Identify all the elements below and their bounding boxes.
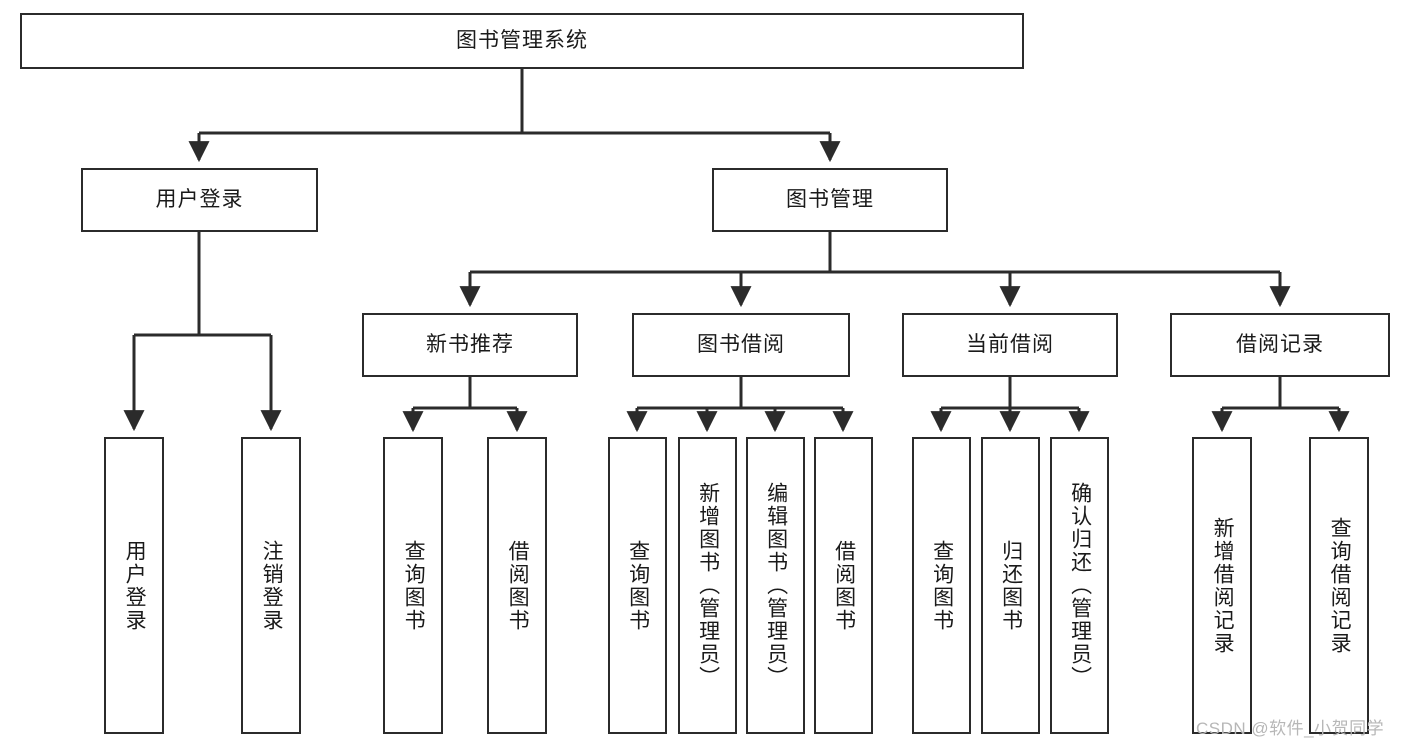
node-borrow-record[interactable]: 借阅记录 [1170, 313, 1390, 377]
node-label: 借阅记录 [1236, 332, 1324, 356]
leaf-query-book-new[interactable]: 查询图书 [383, 437, 443, 734]
leaf-logout[interactable]: 注销登录 [241, 437, 301, 734]
node-label: 归还图书 [999, 539, 1023, 632]
node-label: 图书借阅 [697, 332, 785, 356]
leaf-return-book[interactable]: 归还图书 [981, 437, 1040, 734]
leaf-confirm-return-admin[interactable]: 确认归还（管理员） [1050, 437, 1109, 734]
node-user-login[interactable]: 用户登录 [81, 168, 318, 232]
node-label: 新书推荐 [426, 332, 514, 356]
node-label: 查询图书 [402, 539, 426, 632]
node-label: 新增图书（管理员） [696, 482, 720, 689]
node-label: 新增借阅记录 [1211, 516, 1235, 655]
leaf-user-login[interactable]: 用户登录 [104, 437, 164, 734]
leaf-query-book-current[interactable]: 查询图书 [912, 437, 971, 734]
node-label: 图书管理 [786, 187, 874, 211]
node-label: 借阅图书 [506, 539, 530, 632]
node-label: 借阅图书 [832, 539, 856, 632]
leaf-query-book-borrow[interactable]: 查询图书 [608, 437, 667, 734]
node-label: 查询图书 [626, 539, 650, 632]
node-label: 确认归还（管理员） [1068, 482, 1092, 689]
leaf-add-borrow-record[interactable]: 新增借阅记录 [1192, 437, 1252, 734]
node-label: 当前借阅 [966, 332, 1054, 356]
node-root-system[interactable]: 图书管理系统 [20, 13, 1024, 69]
node-book-management[interactable]: 图书管理 [712, 168, 948, 232]
node-current-borrow[interactable]: 当前借阅 [902, 313, 1118, 377]
node-label: 编辑图书（管理员） [764, 482, 788, 689]
node-label: 查询借阅记录 [1328, 516, 1352, 655]
leaf-borrow-book-new[interactable]: 借阅图书 [487, 437, 547, 734]
node-label: 用户登录 [123, 539, 147, 632]
node-new-book-recommend[interactable]: 新书推荐 [362, 313, 578, 377]
node-label: 图书管理系统 [456, 28, 588, 52]
node-book-borrow[interactable]: 图书借阅 [632, 313, 850, 377]
leaf-add-book-admin[interactable]: 新增图书（管理员） [678, 437, 737, 734]
node-label: 查询图书 [930, 539, 954, 632]
leaf-query-borrow-record[interactable]: 查询借阅记录 [1309, 437, 1369, 734]
node-label: 注销登录 [260, 539, 284, 632]
leaf-borrow-book[interactable]: 借阅图书 [814, 437, 873, 734]
leaf-edit-book-admin[interactable]: 编辑图书（管理员） [746, 437, 805, 734]
node-label: 用户登录 [155, 187, 244, 211]
